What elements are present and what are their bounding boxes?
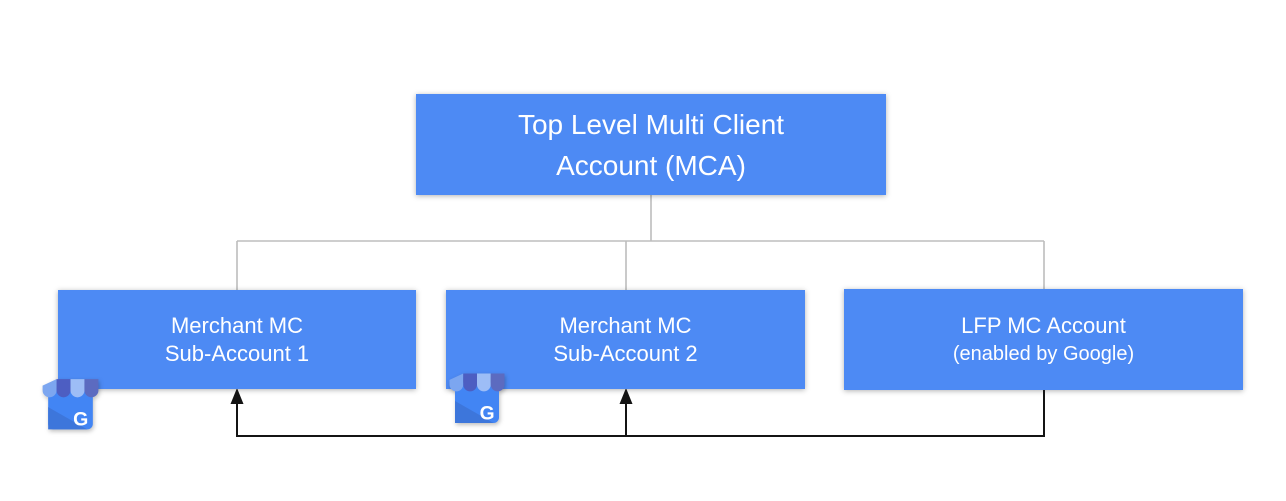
node-label-line2: (enabled by Google) [952,342,1135,365]
node-label-line1: Merchant MC [559,312,692,338]
node-label-line2: Sub-Account 2 [553,340,698,366]
lfp-feed-arrows [230,388,1045,437]
node-lfp-mc-account: LFP MC Account (enabled by Google) [844,289,1243,390]
node-label-line1: Merchant MC [170,312,304,338]
node-label-line1: Top Level Multi Client [517,108,785,140]
node-merchant-sub-account-1: Merchant MC Sub-Account 1 [58,290,416,389]
tree-connector [236,195,1045,290]
node-merchant-sub-account-2: Merchant MC Sub-Account 2 [446,290,805,389]
node-top-level-mca: Top Level Multi Client Account (MCA) [416,94,886,195]
arrowhead-child2 [619,388,633,404]
arrow-path-to-child1 [236,390,1045,437]
node-label-line2: Sub-Account 1 [164,340,310,366]
google-my-business-icon [444,362,510,429]
arrowhead-child1 [230,388,244,404]
node-label-line2: Account (MCA) [556,149,746,181]
node-label-line1: LFP MC Account [961,312,1126,338]
google-my-business-icon [37,367,104,436]
